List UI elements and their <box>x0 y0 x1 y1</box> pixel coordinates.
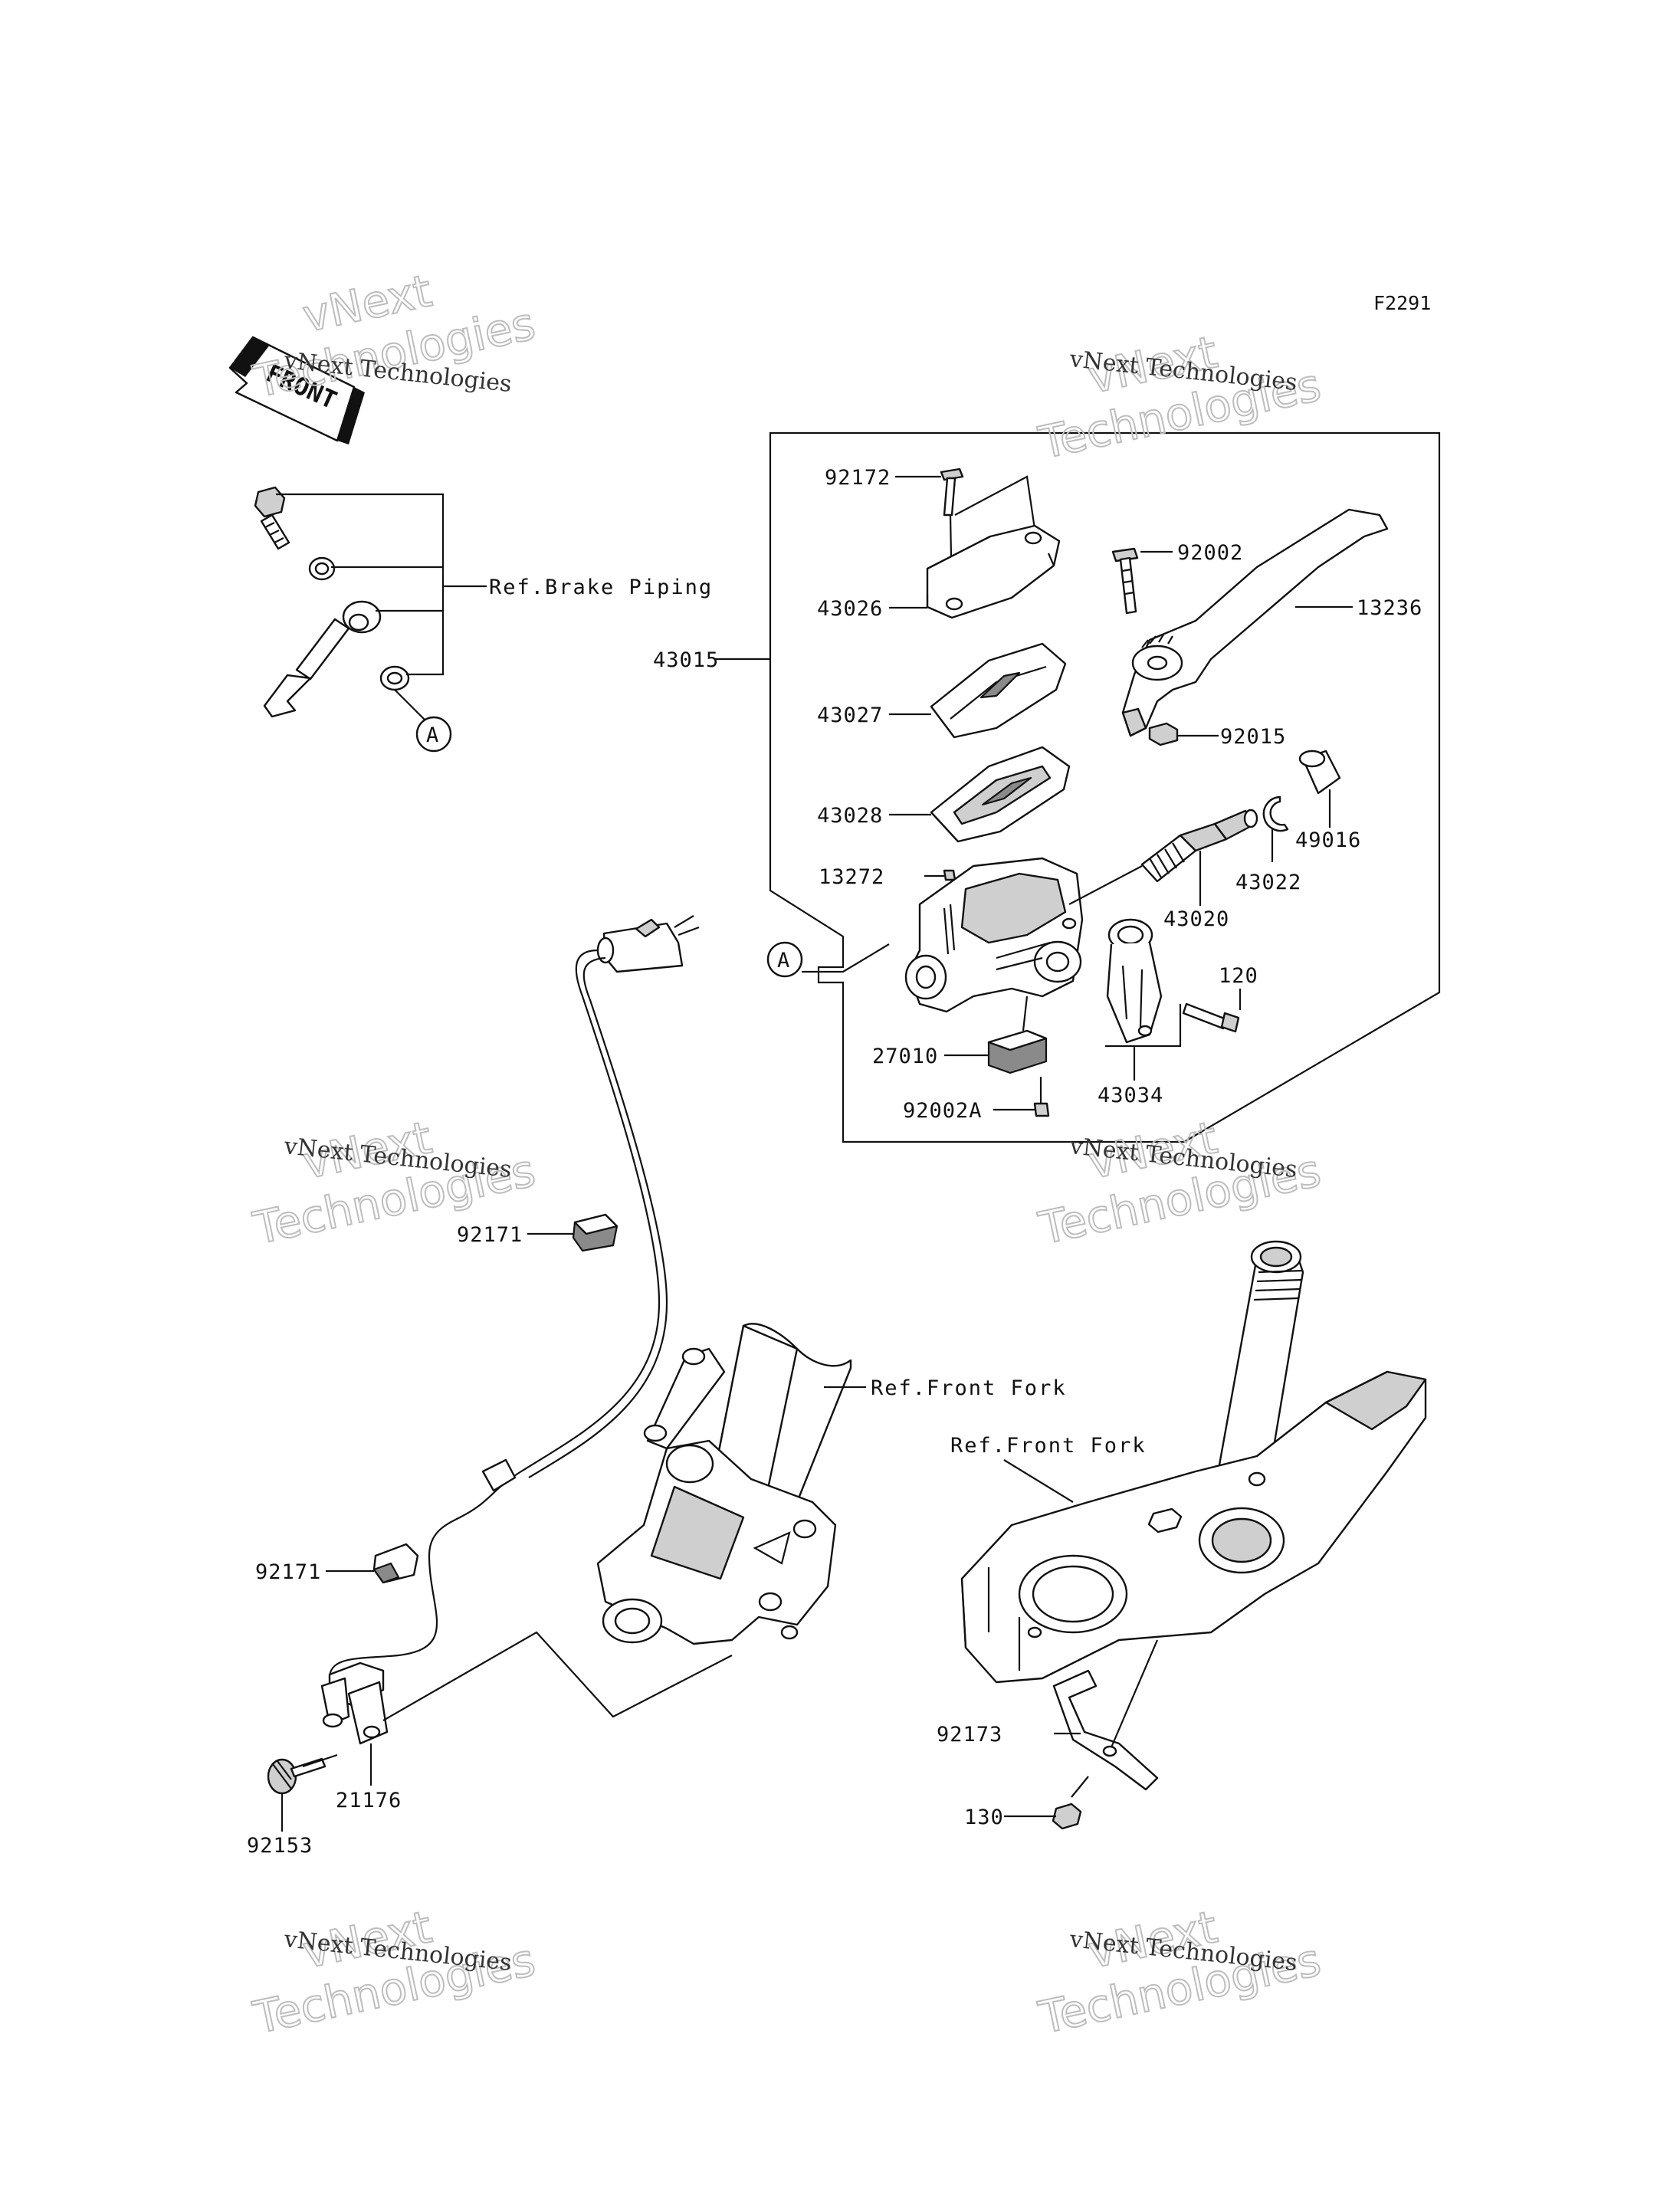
callout-a-upper-label: A <box>426 723 439 747</box>
label-92173: 92173 <box>937 1723 1002 1747</box>
bolt-92153 <box>267 1757 326 1795</box>
piston-spring-43020 <box>1068 809 1258 905</box>
front-fork-leg <box>596 1323 852 1645</box>
label-21176: 21176 <box>336 1789 402 1812</box>
clamp-92171-upper <box>572 1213 619 1252</box>
sensor-bracket-21176 <box>347 1681 389 1745</box>
cable-guide-92173 <box>1052 1669 1159 1791</box>
reservoir-cap-43026 <box>926 524 1061 619</box>
screw-13272 <box>943 869 956 881</box>
master-cylinder-body <box>904 857 1084 1013</box>
screw-92172 <box>940 467 964 517</box>
ref-front-fork-2: Ref.Front Fork <box>950 1434 1147 1458</box>
label-49016: 49016 <box>1295 828 1361 852</box>
label-43034: 43034 <box>1098 1084 1163 1107</box>
label-92153: 92153 <box>247 1834 313 1858</box>
master-cylinder-assembly: 43015 A 92172 43026 43027 <box>653 431 1441 1143</box>
brake-switch-27010 <box>987 996 1048 1074</box>
label-92002a: 92002A <box>903 1099 983 1123</box>
label-27010: 27010 <box>872 1045 938 1068</box>
bracket-leader-line <box>382 1631 733 1721</box>
ref-brake-piping: Ref.Brake Piping <box>489 576 713 599</box>
label-13272: 13272 <box>819 865 884 889</box>
label-120: 120 <box>1219 964 1258 988</box>
circlip-43022 <box>1262 795 1289 832</box>
label-43020: 43020 <box>1163 907 1229 931</box>
label-92171-lower: 92171 <box>255 1560 321 1584</box>
steering-stem <box>960 1240 1427 1684</box>
label-92171-upper: 92171 <box>457 1223 523 1247</box>
callout-a-upper <box>415 716 452 753</box>
diaphragm-plate-43027 <box>930 642 1067 739</box>
ref-front-fork-1: Ref.Front Fork <box>871 1376 1067 1400</box>
label-92172: 92172 <box>825 466 891 490</box>
banjo-bolt <box>254 486 290 550</box>
label-43027: 43027 <box>817 704 883 727</box>
dust-boot-49016 <box>1298 750 1341 795</box>
bolt-130 <box>1052 1776 1089 1830</box>
label-92015: 92015 <box>1220 725 1286 749</box>
callout-a-lower-label: A <box>777 949 790 973</box>
pivot-bolt-92002 <box>1111 547 1139 615</box>
label-43026: 43026 <box>817 597 883 621</box>
screw-92002a <box>1033 1102 1050 1117</box>
figure-code: F2291 <box>1373 292 1431 314</box>
label-13236: 13236 <box>1357 596 1422 620</box>
label-92002: 92002 <box>1177 541 1243 565</box>
nut-92015 <box>1148 722 1179 746</box>
clamp-92171-lower <box>372 1543 419 1584</box>
label-130: 130 <box>964 1806 1004 1829</box>
brake-lever-13236 <box>1121 508 1389 737</box>
label-43015: 43015 <box>653 648 719 672</box>
label-43028: 43028 <box>817 804 883 828</box>
banjo-fitting <box>263 600 382 718</box>
brake-piping-group: A Ref.Brake Piping <box>254 486 713 753</box>
callout-a-lower <box>766 941 803 978</box>
diaphragm-43028 <box>930 746 1071 843</box>
label-43022: 43022 <box>1235 871 1301 894</box>
clamp-bolt-120 <box>1182 1002 1240 1033</box>
handlebar-clamp-43034 <box>1106 918 1163 1044</box>
